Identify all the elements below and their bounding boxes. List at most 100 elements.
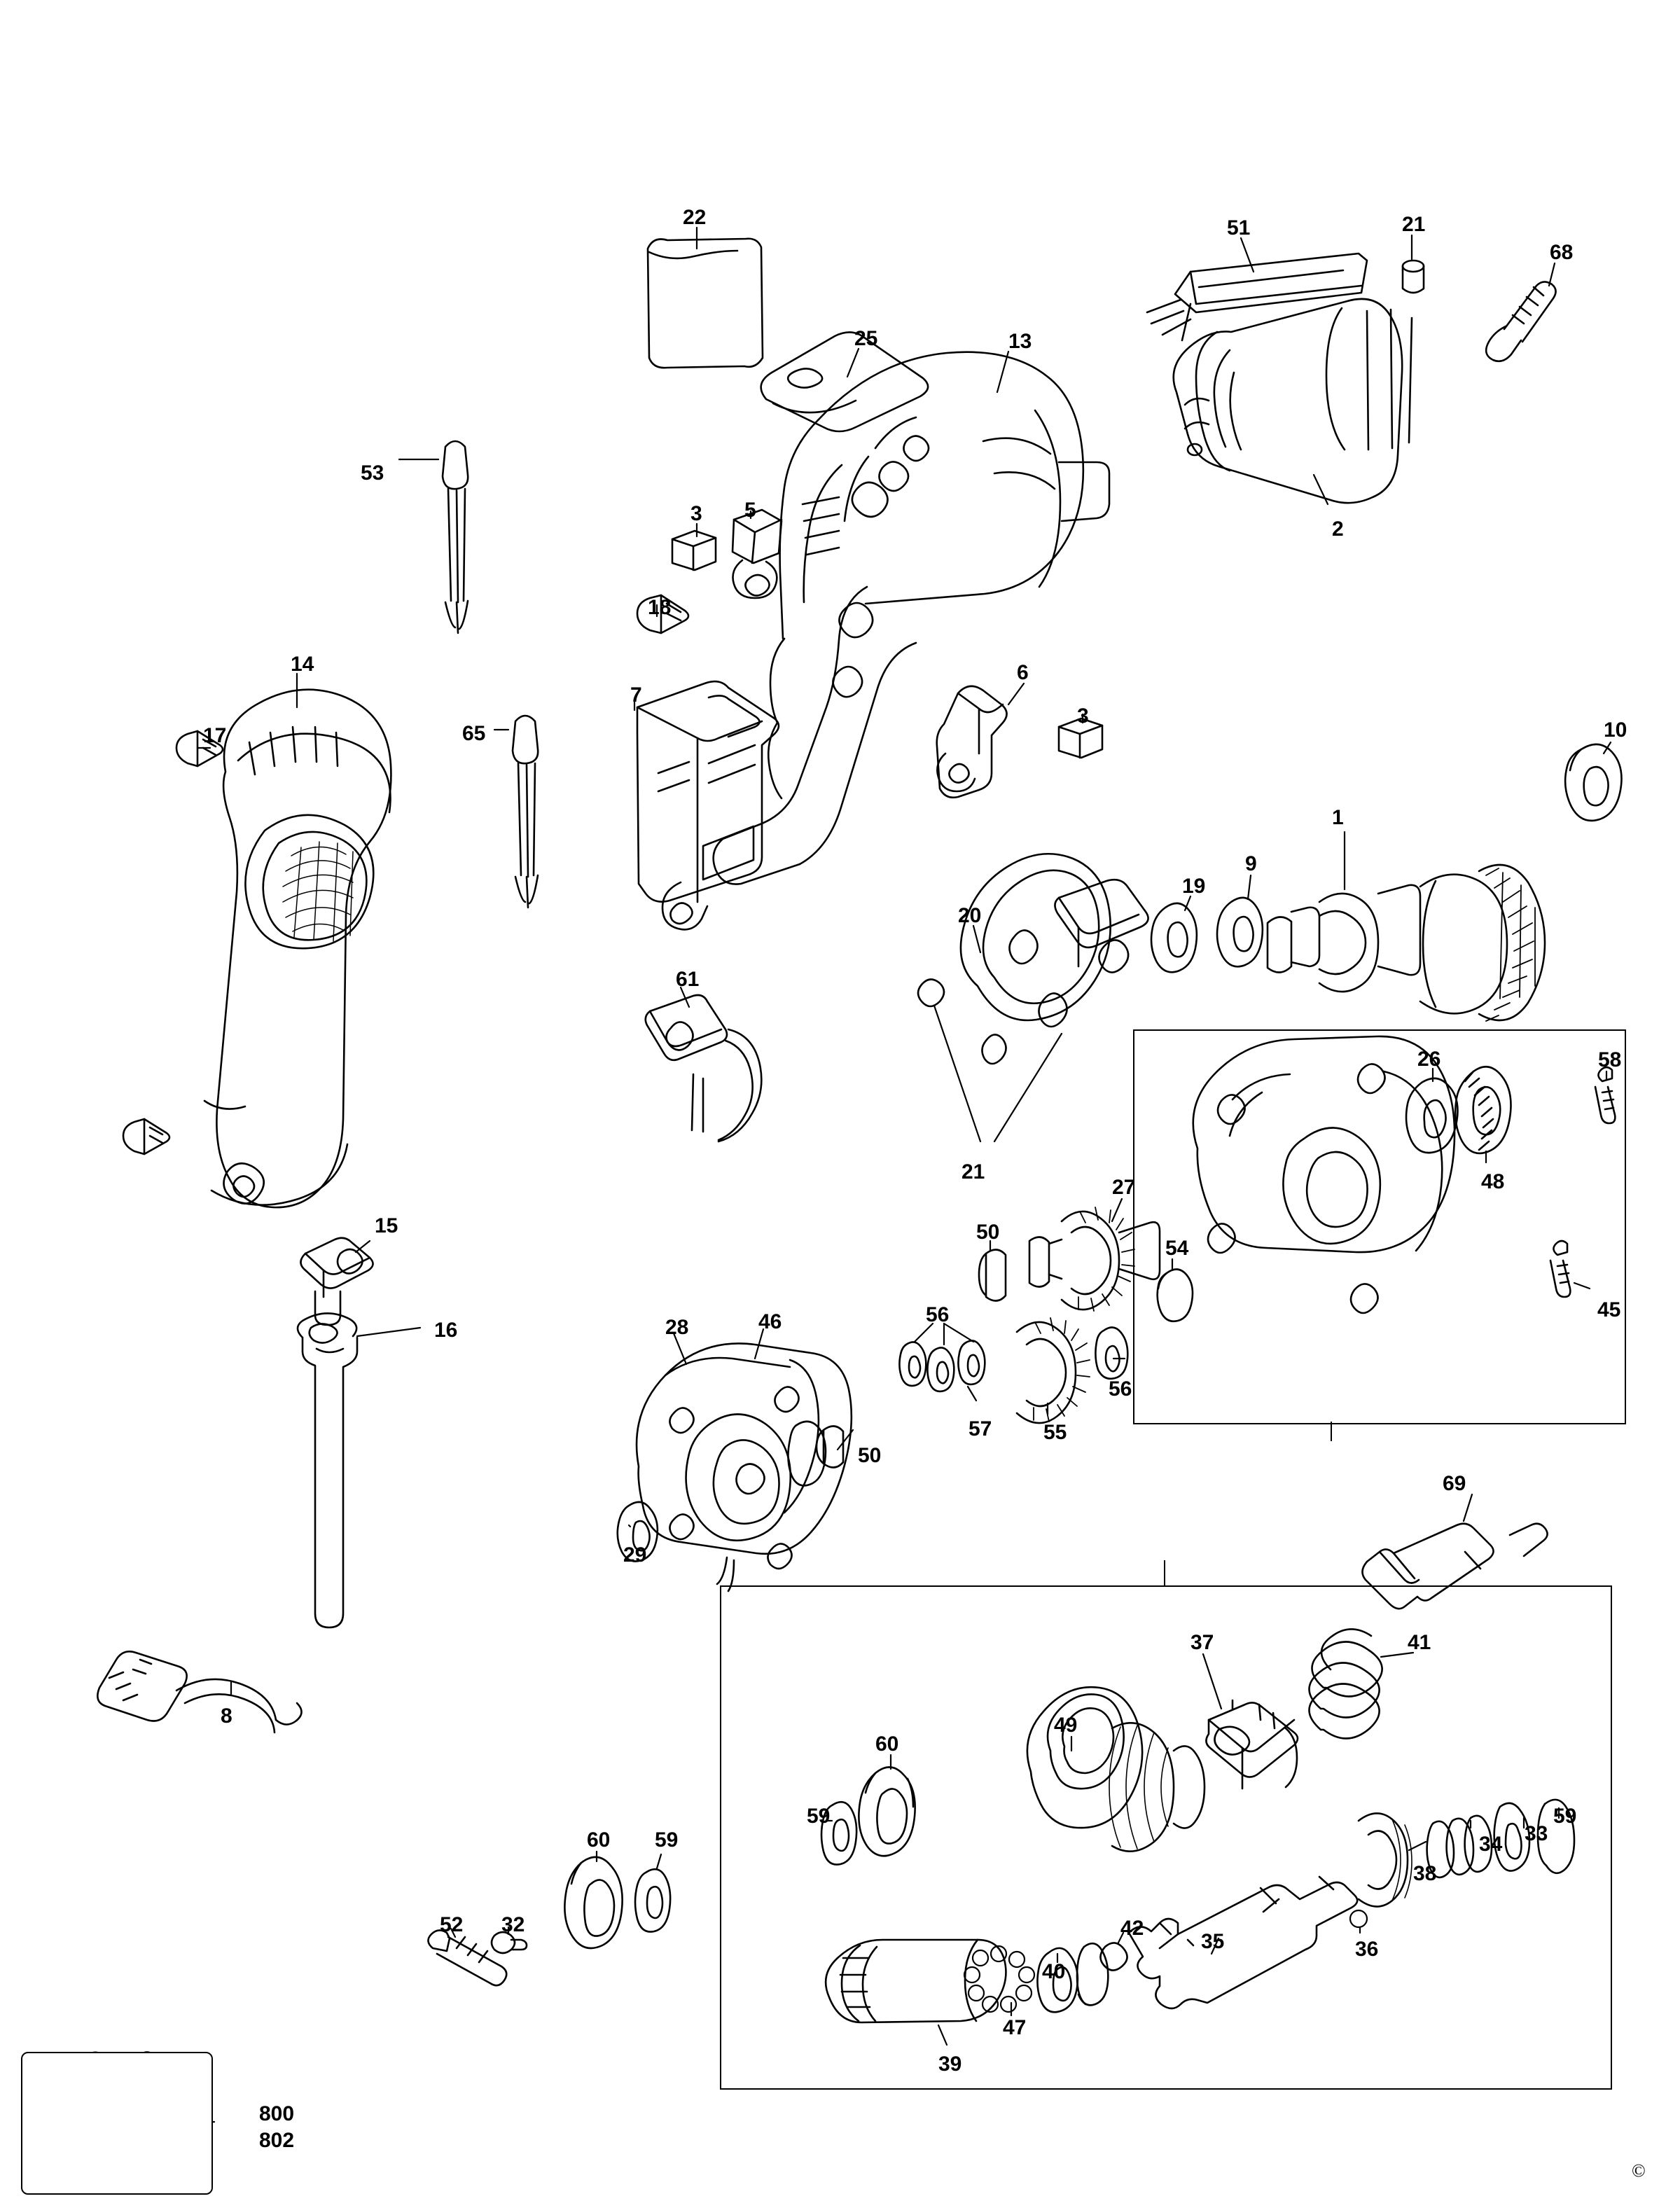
callout-14: 14 [291, 653, 314, 676]
chuck-spindle-assembly-box [720, 1585, 1612, 2090]
callout-28: 28 [665, 1316, 689, 1339]
part-screw-lower-handle [122, 1118, 171, 1155]
callout-21: 21 [962, 1160, 985, 1183]
callout-37: 37 [1190, 1631, 1214, 1654]
part-50b-sleeve [815, 1425, 845, 1468]
part-20-brush-ring [917, 852, 1149, 1065]
part-56-washers [898, 1326, 1129, 1393]
part-14-side-handle [203, 688, 392, 1209]
callout-51: 51 [1227, 216, 1251, 239]
part-2-field-housing [1172, 298, 1413, 504]
callout-16: 16 [434, 1319, 458, 1342]
part-59c-circlip [634, 1868, 672, 1933]
callout-3: 3 [1077, 704, 1089, 728]
callout-38: 38 [1413, 1862, 1437, 1885]
part-8-cord [97, 1651, 303, 1734]
callout-65: 65 [462, 722, 486, 745]
part-53-spring-pin [441, 440, 469, 634]
part-46-gearcase-cover [635, 1342, 853, 1592]
callout-68: 68 [1550, 241, 1574, 264]
callout-41: 41 [1408, 1631, 1431, 1654]
part-7-switch [636, 680, 780, 931]
part-52-pin [427, 1929, 508, 1987]
part-15-clamp [300, 1237, 374, 1326]
callout-53: 53 [361, 461, 384, 485]
callout-26: 26 [1417, 1048, 1441, 1071]
callout-8: 8 [221, 1704, 232, 1728]
part-25-top-cover [760, 331, 929, 433]
part-16-depth-rod [296, 1312, 359, 1629]
legend-part-numbers: 800 802 [259, 2102, 295, 2152]
part-60b-ring [564, 1856, 623, 1950]
callout-3: 3 [690, 502, 702, 525]
part-5-contact [731, 508, 783, 599]
callout-42: 42 [1120, 1917, 1144, 1940]
callout-13: 13 [1008, 330, 1032, 353]
callout-19: 19 [1182, 875, 1206, 898]
callout-46: 46 [758, 1310, 782, 1333]
callout-18: 18 [648, 596, 672, 619]
part-65-spring-pin [511, 714, 539, 909]
legend-box [21, 2052, 213, 2195]
part-51-plate [1146, 252, 1368, 342]
callout-58: 58 [1598, 1048, 1622, 1071]
copyright-mark: © [1632, 2160, 1646, 2181]
callout-15: 15 [375, 1214, 398, 1237]
part-22-label [646, 237, 764, 369]
callout-56: 56 [926, 1303, 950, 1326]
callout-2: 2 [1332, 518, 1344, 541]
callout-48: 48 [1481, 1170, 1505, 1193]
callout-33: 33 [1525, 1822, 1548, 1845]
callout-17: 17 [203, 724, 227, 747]
part-3-block [671, 529, 717, 571]
part-61-suppressor [644, 994, 763, 1143]
callout-52: 52 [440, 1913, 464, 1936]
callout-56: 56 [1109, 1377, 1132, 1401]
part-50-sleeve [978, 1249, 1007, 1302]
callout-27: 27 [1112, 1176, 1136, 1199]
callout-59: 59 [655, 1828, 679, 1852]
callout-50: 50 [976, 1221, 1000, 1244]
callout-25: 25 [854, 327, 878, 350]
callout-49: 49 [1054, 1714, 1078, 1737]
callout-59: 59 [1553, 1805, 1577, 1828]
callout-57: 57 [969, 1417, 992, 1440]
callout-6: 6 [1017, 661, 1029, 684]
callout-55: 55 [1043, 1421, 1067, 1444]
part-1-armature [1266, 863, 1546, 1022]
callout-1: 1 [1332, 806, 1344, 829]
callout-20: 20 [958, 904, 982, 927]
callout-61: 61 [676, 968, 700, 991]
callout-35: 35 [1201, 1930, 1225, 1953]
callout-9: 9 [1245, 852, 1257, 875]
callout-22: 22 [683, 206, 707, 229]
callout-32: 32 [501, 1913, 525, 1936]
callout-34: 34 [1479, 1833, 1503, 1856]
part-13-housing-right [712, 351, 1111, 885]
callout-50: 50 [858, 1444, 882, 1467]
part-21-pin [1401, 259, 1425, 294]
part-19-washer [1150, 902, 1198, 973]
callout-39: 39 [938, 2053, 962, 2076]
leader-30 [1164, 1560, 1165, 1585]
part-9-washer [1216, 896, 1264, 968]
callout-29: 29 [623, 1543, 647, 1567]
leader-24 [1331, 1422, 1332, 1441]
callout-60: 60 [587, 1828, 611, 1852]
callout-36: 36 [1355, 1938, 1379, 1961]
callout-54: 54 [1165, 1237, 1189, 1260]
callout-7: 7 [630, 683, 642, 707]
part-10-bearing [1564, 743, 1623, 822]
part-55-gear [1015, 1317, 1090, 1424]
callout-69: 69 [1443, 1472, 1466, 1495]
part-6-lock-lever [936, 685, 1008, 799]
callout-59: 59 [807, 1805, 831, 1828]
gear-case-assembly-box [1133, 1029, 1626, 1424]
part-68-screw [1485, 281, 1557, 363]
callout-5: 5 [744, 499, 756, 522]
callout-40: 40 [1042, 1960, 1066, 1983]
callout-10: 10 [1604, 718, 1627, 742]
callout-21: 21 [1402, 213, 1426, 236]
callout-45: 45 [1597, 1298, 1621, 1321]
